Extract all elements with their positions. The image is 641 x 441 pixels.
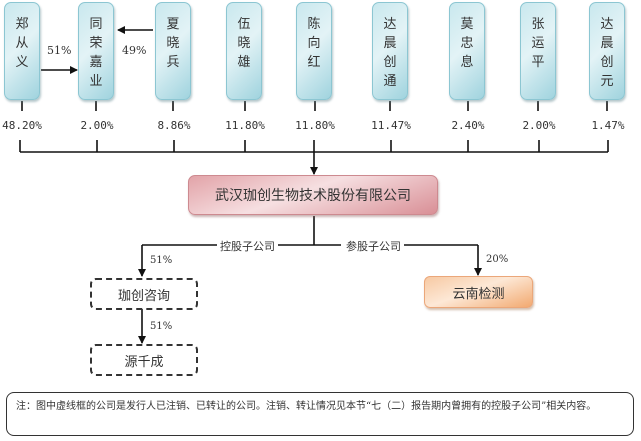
footnote-box: 注：图中虚线框的公司是发行人已注销、已转让的公司。注销、转让情况见本节“七（二）… xyxy=(6,392,634,436)
subsidiary-pct: 20% xyxy=(486,254,509,265)
shareholding-pct: 48.20% xyxy=(2,119,42,132)
holding-subsidiary-label: 控股子公司 xyxy=(217,238,278,254)
shareholding-pct: 2.00% xyxy=(522,119,556,132)
issuer-company-box: 武汉珈创生物技术股份有限公司 xyxy=(188,175,438,215)
subsidiary-pct: 51% xyxy=(150,321,173,332)
shareholder-box: 陈向红 xyxy=(296,2,332,100)
shareholder-box: 莫忠息 xyxy=(449,2,485,100)
footnote-text: 注：图中虚线框的公司是发行人已注销、已转让的公司。注销、转让情况见本节“七（二）… xyxy=(16,401,597,412)
shareholding-pct: 2.40% xyxy=(451,119,485,132)
subsidiary-pct: 51% xyxy=(150,255,173,266)
shareholding-pct: 2.00% xyxy=(80,119,114,132)
shareholding-pct: 1.47% xyxy=(591,119,625,132)
shareholding-pct: 11.80% xyxy=(295,119,335,132)
shareholding-pct: 8.86% xyxy=(157,119,191,132)
shareholding-pct: 11.80% xyxy=(225,119,265,132)
issuer-company-name: 武汉珈创生物技术股份有限公司 xyxy=(215,188,411,204)
participating-subsidiary-box: 云南检测 xyxy=(424,276,533,308)
shareholder-box: 同荣嘉业 xyxy=(78,2,114,100)
shareholder-box: 伍晓雄 xyxy=(226,2,262,100)
shareholder-box: 达晨创元 xyxy=(589,2,625,100)
participating-subsidiary-label: 参股子公司 xyxy=(343,238,404,254)
deregistered-subsidiary-box: 珈创咨询 xyxy=(90,278,198,310)
cross-holding-pct: 51% xyxy=(47,44,72,57)
shareholder-box: 张运平 xyxy=(520,2,556,100)
shareholder-box: 达晨创通 xyxy=(372,2,408,100)
shareholding-pct: 11.47% xyxy=(371,119,411,132)
deregistered-subsidiary-box: 源千成 xyxy=(90,344,198,376)
shareholder-box: 郑从义 xyxy=(4,2,40,100)
shareholder-box: 夏晓兵 xyxy=(155,2,191,100)
cross-holding-pct: 49% xyxy=(122,44,147,57)
